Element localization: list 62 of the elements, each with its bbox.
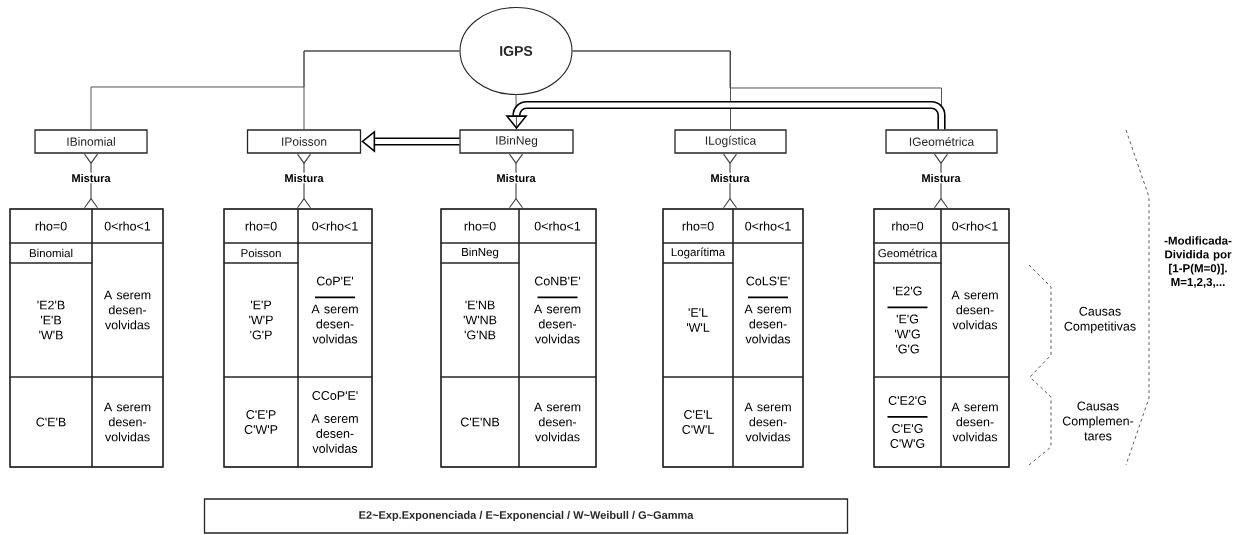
distribution-cell: Binomial bbox=[9, 242, 93, 264]
table-cell: C'E'L C'W'L bbox=[662, 376, 734, 468]
class-box: IBinNeg bbox=[459, 129, 574, 154]
relation-label: Mistura bbox=[285, 173, 324, 183]
table-cell: C'E'NB bbox=[440, 376, 520, 468]
crows-foot-connector bbox=[83, 153, 99, 174]
table-cell: A serem desen-volvidas bbox=[518, 376, 597, 468]
table-cell: A serem desen-volvidas bbox=[91, 242, 164, 378]
table-cell: 'E2'B 'E'B 'W'B bbox=[9, 262, 93, 378]
connector-line bbox=[303, 50, 460, 130]
class-box: IPoisson bbox=[246, 129, 362, 154]
header-cell: 0<rho<1 bbox=[518, 208, 597, 244]
header-cell: 0<rho<1 bbox=[732, 208, 804, 244]
class-box: IBinomial bbox=[34, 129, 148, 154]
table-cell: 'E2'G 'E'G 'W'G 'G'G bbox=[873, 262, 942, 378]
relation-label: Mistura bbox=[922, 173, 961, 183]
class-box: IGeométrica bbox=[885, 129, 998, 154]
header-cell: rho=0 bbox=[223, 208, 299, 244]
note-text: Causas Competitivas bbox=[1064, 306, 1136, 334]
note-text: -Modificada- Dividida por [1-P(M=0)]. M=1,2,3,... bbox=[1164, 236, 1232, 288]
distribution-cell: Logarítima bbox=[662, 242, 734, 264]
table-cell: A serem desen-volvidas bbox=[732, 376, 804, 468]
relation-label: Mistura bbox=[711, 173, 750, 183]
crows-foot-connector bbox=[722, 182, 738, 209]
relation-label: Mistura bbox=[497, 173, 536, 183]
crows-foot-connector bbox=[722, 153, 738, 174]
crows-foot-connector bbox=[508, 153, 524, 174]
distribution-cell: BinNeg bbox=[440, 242, 520, 264]
relation-label: Mistura bbox=[72, 173, 111, 183]
note-text: Causas Complemen-tares bbox=[1062, 401, 1134, 441]
table-cell: CoLS'E' A serem desen-volvidas bbox=[732, 242, 804, 378]
header-cell: 0<rho<1 bbox=[940, 208, 1010, 244]
table-cell: A serem desen-volvidas bbox=[940, 376, 1010, 468]
table-cell: C'E'P C'W'P bbox=[223, 376, 299, 468]
table-cell: CoP'E' A serem desen-volvidas bbox=[297, 242, 373, 378]
table-cell: CCoP'E' A serem desen-volvidas bbox=[297, 376, 373, 468]
header-cell: rho=0 bbox=[662, 208, 734, 244]
table-cell: C'E2'G C'E'G C'W'G bbox=[873, 376, 942, 468]
header-cell: 0<rho<1 bbox=[91, 208, 164, 244]
abbreviation-box: E2~Exp.Exponenciada / E~Exponencial / W~Weibull / G~Gamma bbox=[203, 498, 849, 534]
header-cell: rho=0 bbox=[873, 208, 942, 244]
crows-foot-connector bbox=[508, 182, 524, 209]
table-cell: C'E'B bbox=[9, 376, 93, 468]
crows-foot-connector bbox=[933, 182, 949, 209]
table-cell: 'E'NB 'W'NB 'G'NB bbox=[440, 262, 520, 378]
header-cell: rho=0 bbox=[440, 208, 520, 244]
header-cell: rho=0 bbox=[9, 208, 93, 244]
distribution-cell: Geométrica bbox=[873, 242, 942, 264]
table-cell: A serem desen-volvidas bbox=[91, 376, 164, 468]
crows-foot-connector bbox=[83, 182, 99, 209]
table-cell: CoNB'E' A serem desen-volvidas bbox=[518, 242, 597, 378]
class-box: ILogística bbox=[674, 129, 787, 154]
table-cell: 'E'P 'W'P 'G'P bbox=[223, 262, 299, 378]
crows-foot-connector bbox=[296, 182, 312, 209]
table-cell: 'E'L 'W'L bbox=[662, 262, 734, 378]
connector-line bbox=[515, 94, 517, 130]
table-cell: A serem desen-volvidas bbox=[940, 242, 1010, 378]
crows-foot-connector bbox=[296, 153, 312, 174]
header-cell: 0<rho<1 bbox=[297, 208, 373, 244]
distribution-cell: Poisson bbox=[223, 242, 299, 264]
crows-foot-connector bbox=[933, 153, 949, 174]
oval-node: IGPS bbox=[459, 6, 573, 96]
